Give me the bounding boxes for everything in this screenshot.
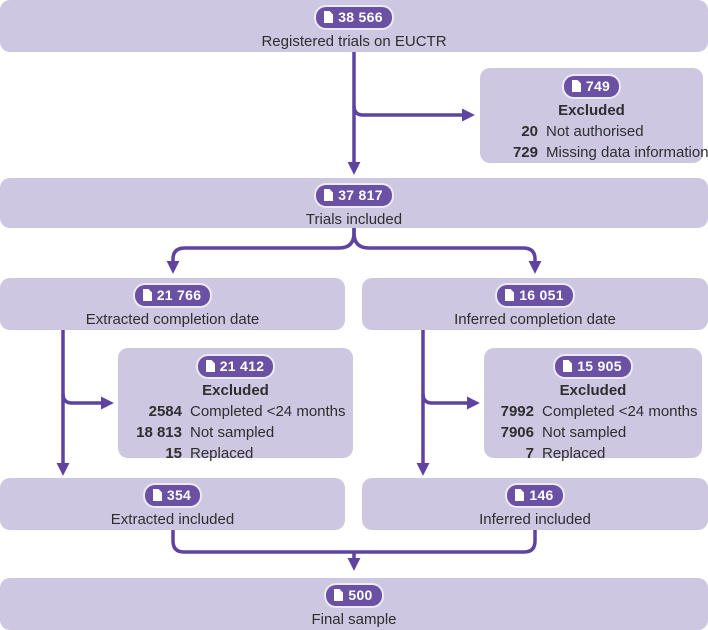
count-value: 21 766 [156, 287, 202, 303]
count-value: 21 412 [219, 358, 265, 374]
node-excluded-inferred: 15 905 Excluded 7992 Completed <24 month… [484, 348, 702, 462]
row-label: Replaced [542, 445, 606, 462]
excluded-title: Excluded [559, 382, 627, 399]
merge-left [171, 530, 354, 554]
row-label: Not sampled [190, 424, 275, 441]
count-badge: 38 566 [314, 5, 394, 30]
document-icon [334, 589, 344, 601]
count-value: 146 [529, 487, 554, 503]
document-icon [142, 289, 152, 301]
row-label: Replaced [190, 445, 254, 462]
node-label: Final sample [311, 611, 397, 628]
excluded-rows: 20 Not authorised 729 Missing data infor… [480, 121, 708, 163]
row-label: Not sampled [542, 424, 627, 441]
count-value: 15 905 [577, 358, 622, 374]
node-extracted: 21 766 Extracted completion date [0, 278, 345, 330]
count-badge: 500 [324, 583, 384, 608]
node-inferred: 16 051 Inferred completion date [362, 278, 708, 330]
node-label: Extracted included [110, 511, 235, 528]
node-included: 37 817 Trials included [0, 178, 708, 228]
excluded-title: Excluded [202, 382, 269, 399]
node-label: Inferred included [479, 511, 591, 528]
row-label: Not authorised [546, 123, 644, 140]
count-badge: 354 [142, 483, 203, 508]
count-badge: 15 905 [553, 354, 633, 379]
count-badge: 37 817 [314, 183, 394, 208]
node-excluded-registered: 749 Excluded 20 Not authorised 729 Missi… [480, 68, 708, 163]
row-value: 729 [512, 144, 538, 161]
arrow-split-left [166, 228, 356, 274]
count-badge: 21 766 [132, 283, 213, 308]
count-value: 354 [166, 487, 192, 503]
node-label: Trials included [305, 211, 403, 228]
row-value: 7 [525, 445, 534, 462]
node-excluded-extracted: 21 412 Excluded 2584 Completed <24 month… [118, 348, 353, 462]
count-value: 37 817 [338, 187, 383, 203]
row-value: 2584 [148, 403, 182, 420]
row-value: 7992 [500, 403, 534, 420]
row-label: Missing data information [546, 144, 708, 161]
excluded-rows: 7992 Completed <24 months 7906 Not sampl… [484, 401, 702, 464]
row-value: 20 [521, 123, 538, 140]
row-value: 15 [165, 445, 182, 462]
document-icon [571, 80, 581, 92]
merge-right [354, 530, 537, 554]
document-icon [152, 489, 162, 501]
node-registered: 38 566 Registered trials on EUCTR [0, 0, 708, 52]
excluded-title: Excluded [558, 102, 625, 119]
node-inferred-included: 146 Inferred included [362, 478, 708, 530]
document-icon [505, 289, 515, 301]
arrow-to-excluded-inferred [421, 393, 480, 410]
count-value: 16 051 [519, 287, 564, 303]
count-value: 749 [585, 78, 611, 94]
document-icon [324, 11, 334, 23]
document-icon [205, 360, 215, 372]
node-label: Registered trials on EUCTR [261, 33, 447, 50]
arrow-split-right [352, 228, 542, 274]
row-label: Completed <24 months [542, 403, 698, 420]
row-value: 18 813 [136, 424, 182, 441]
node-label: Extracted completion date [85, 311, 260, 328]
count-badge: 749 [561, 74, 622, 99]
count-badge: 21 412 [195, 354, 276, 379]
row-label: Completed <24 months [190, 403, 346, 420]
row-value: 7906 [500, 424, 534, 441]
count-value: 500 [348, 587, 373, 603]
count-badge: 146 [505, 483, 565, 508]
node-label: Inferred completion date [454, 311, 616, 328]
arrow-to-excluded-top [352, 105, 475, 122]
document-icon [515, 489, 525, 501]
count-value: 38 566 [338, 9, 383, 25]
excluded-rows: 2584 Completed <24 months 18 813 Not sam… [118, 401, 353, 464]
count-badge: 16 051 [495, 283, 575, 308]
node-final-sample: 500 Final sample [0, 578, 708, 630]
document-icon [563, 360, 573, 372]
arrow-to-excluded-extracted [61, 393, 114, 410]
document-icon [324, 189, 334, 201]
node-extracted-included: 354 Extracted included [0, 478, 345, 530]
